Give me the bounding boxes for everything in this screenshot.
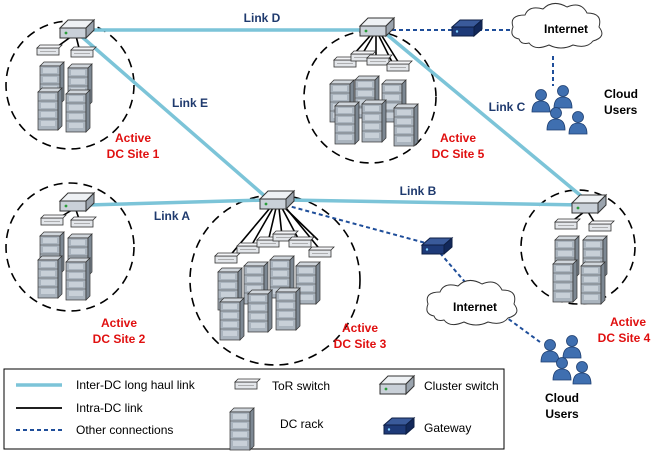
legend-cluster-switch-label: Cluster switch xyxy=(424,379,499,393)
site3-active-label: Active xyxy=(342,321,378,335)
legend: Inter-DC long haul link Intra-DC link Ot… xyxy=(3,368,505,451)
legend-rack-label: DC rack xyxy=(280,417,324,431)
site4-equipment xyxy=(552,218,615,305)
site2-boundary xyxy=(5,182,135,312)
site2-active-label: Active xyxy=(101,316,137,330)
inter-dc-links xyxy=(79,28,588,207)
site1-name-label: DC Site 1 xyxy=(107,147,160,161)
cloud-users-bottom-icon xyxy=(540,335,592,385)
link-e-label: Link E xyxy=(172,96,208,110)
link-b-line xyxy=(286,198,585,207)
gateway-top xyxy=(451,19,483,37)
cluster-switch-site3 xyxy=(259,190,295,210)
link-a-label: Link A xyxy=(154,209,191,223)
other-connections xyxy=(284,29,554,343)
cloud-users-top-icon xyxy=(531,85,588,135)
site3-equipment xyxy=(214,230,335,341)
legend-inter-dc-label: Inter-DC long haul link xyxy=(76,378,196,392)
cluster-switch-site2 xyxy=(59,192,95,212)
legend-rack-icon xyxy=(229,407,255,451)
link-b-label: Link B xyxy=(400,184,437,198)
cluster-switch-site5 xyxy=(359,17,395,37)
legend-cluster-switch-icon xyxy=(379,375,415,395)
link-c-label: Link C xyxy=(489,100,526,114)
legend-intra-dc-label: Intra-DC link xyxy=(76,401,144,415)
internet-bottom-label: Internet xyxy=(453,300,497,314)
site1-equipment xyxy=(36,44,97,133)
link-c-line xyxy=(383,31,588,202)
legend-tor-icon xyxy=(234,378,261,390)
cluster-switch-site1 xyxy=(59,19,95,39)
legend-gateway-icon xyxy=(383,417,415,435)
link-e-line xyxy=(79,34,269,200)
site5-name-label: DC Site 5 xyxy=(432,147,485,161)
site5-boundary xyxy=(303,30,437,164)
legend-gateway-label: Gateway xyxy=(424,421,471,435)
site1-active-label: Active xyxy=(115,131,151,145)
legend-other-label: Other connections xyxy=(76,423,173,437)
site2-equipment xyxy=(37,214,97,301)
cloud-users-top-line1: Cloud xyxy=(604,87,638,101)
site5-equipment xyxy=(329,50,419,147)
cloud-users-bottom-line2: Users xyxy=(545,407,579,421)
gateway-bottom xyxy=(421,237,453,255)
link-d-label: Link D xyxy=(244,11,281,25)
cluster-switch-site4 xyxy=(571,194,607,214)
site4-boundary xyxy=(520,189,636,305)
internet-top-label: Internet xyxy=(544,22,588,36)
link-a-line xyxy=(86,198,267,207)
cloud-users-top-line2: Users xyxy=(604,103,638,117)
site4-name-label: DC Site 4 xyxy=(598,331,651,345)
site3-boundary xyxy=(189,194,361,366)
site-boundaries xyxy=(5,20,636,366)
site5-active-label: Active xyxy=(440,131,476,145)
legend-tor-label: ToR switch xyxy=(272,379,330,393)
site2-name-label: DC Site 2 xyxy=(93,332,146,346)
site4-active-label: Active xyxy=(610,315,646,329)
site3-name-label: DC Site 3 xyxy=(334,337,387,351)
cloud-users-bottom-line1: Cloud xyxy=(545,391,579,405)
